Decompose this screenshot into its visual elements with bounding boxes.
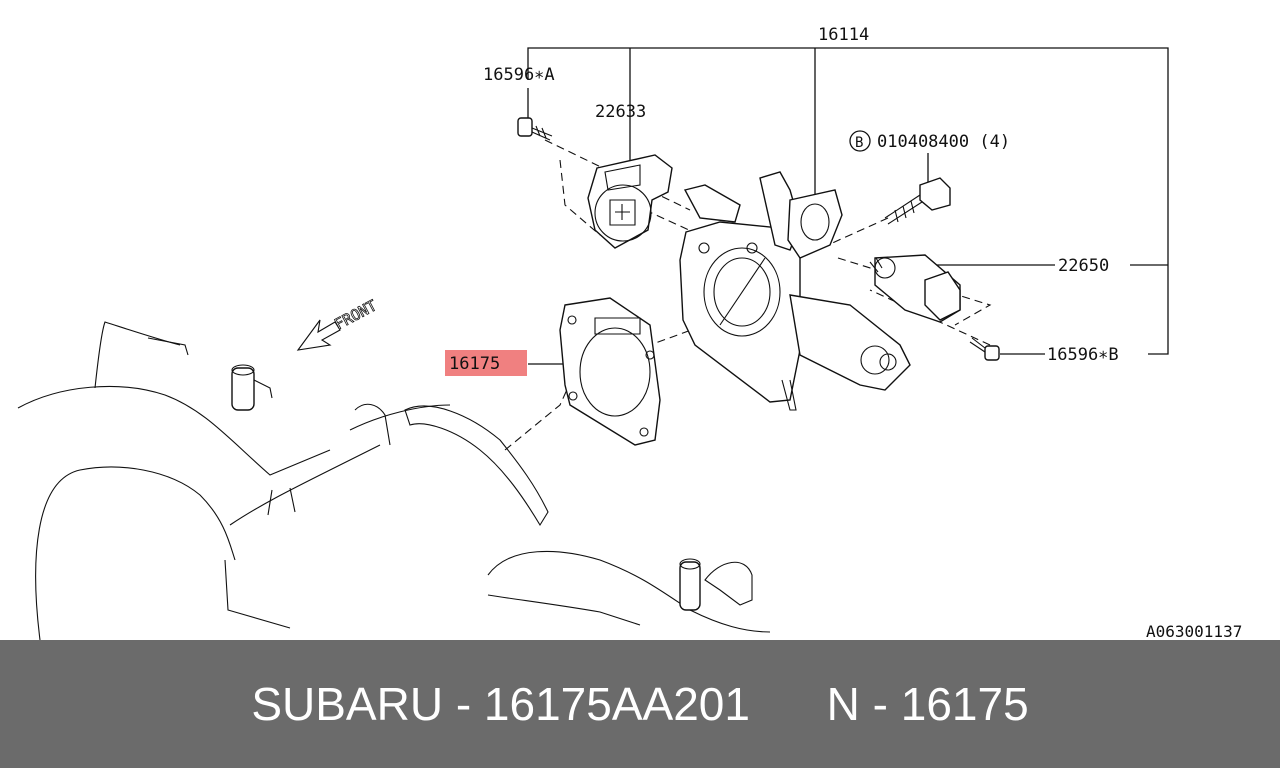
gasket-label-highlight [445,350,527,376]
label-22650: 22650 [1058,256,1109,276]
label-010408400: 010408400 (4) [877,132,1010,152]
bolt-part [884,177,951,225]
screw-b-part [969,337,1000,361]
part-number-footer: SUBARU - 16175AA201 N - 16175 [0,640,1280,768]
label-front: FRONT [331,296,379,333]
footer-part-number-text: SUBARU - 16175AA201 N - 16175 [251,678,1029,730]
label-16596-b: 16596∗B [1047,345,1119,365]
diagram-ref-code: A063001137 [1146,622,1242,640]
parts-diagram: 16114 16596∗A 22633 B 010408400 (4) 2265… [17,25,1242,640]
bolt-b-circle-icon [849,130,871,152]
screw-a-part [517,117,553,141]
intake-manifold-part [17,321,771,640]
label-16596-a: 16596∗A [483,65,555,85]
label-22633: 22633 [595,102,646,122]
throttle-sensor-part [587,154,673,249]
label-16175: 16175 [449,354,500,374]
label-bolt-b-letter: B [855,135,863,151]
throttle-body-part [679,171,911,411]
label-16114: 16114 [818,25,869,45]
leader-lines [527,47,1169,365]
gasket-part [559,297,661,446]
iac-valve-part [869,254,961,323]
front-arrow-icon [296,319,341,351]
